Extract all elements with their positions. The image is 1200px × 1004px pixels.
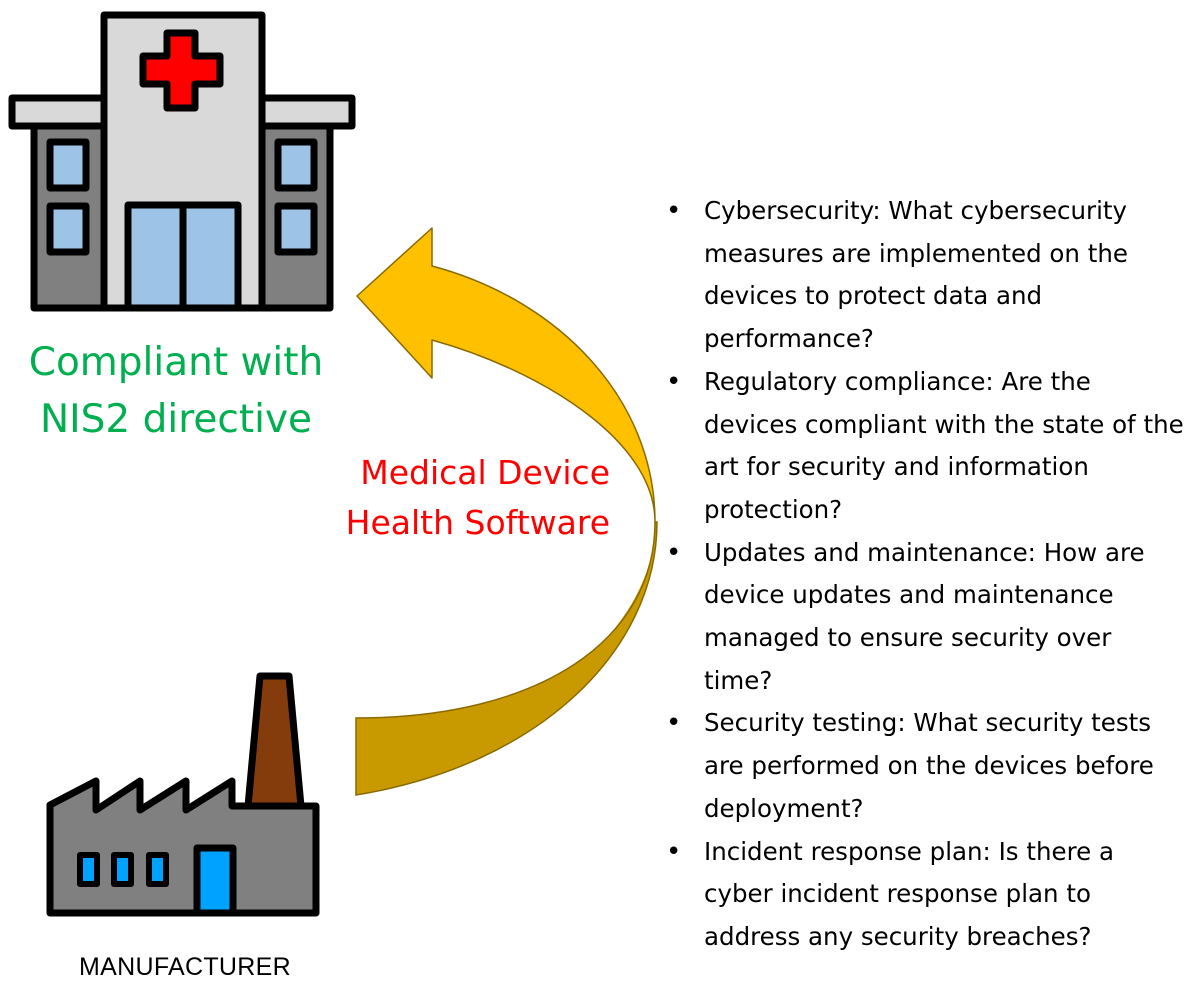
hospital-caption-line2: NIS2 directive [39, 397, 313, 442]
hospital-icon [8, 11, 356, 312]
question-list: Cybersecurity: What cybersecurity measur… [664, 190, 1184, 959]
list-item: Incident response plan: Is there a cyber… [664, 831, 1184, 959]
arrow-label: Medical Device Health Software [346, 448, 610, 548]
hospital-caption-line1: Compliant with [28, 340, 324, 385]
list-item: Security testing: What security tests ar… [664, 702, 1184, 830]
curved-arrow-icon [355, 227, 658, 796]
manufacturer-caption: MANUFACTURER [79, 953, 291, 981]
list-item: Updates and maintenance: How are device … [664, 532, 1184, 703]
factory-icon [46, 672, 320, 917]
arrow-label-line1: Medical Device [360, 453, 610, 492]
list-item: Regulatory compliance: Are the devices c… [664, 361, 1184, 532]
list-item: Cybersecurity: What cybersecurity measur… [664, 190, 1184, 361]
hospital-caption: Compliant with NIS2 directive [0, 334, 352, 448]
arrow-label-line2: Health Software [345, 503, 610, 542]
